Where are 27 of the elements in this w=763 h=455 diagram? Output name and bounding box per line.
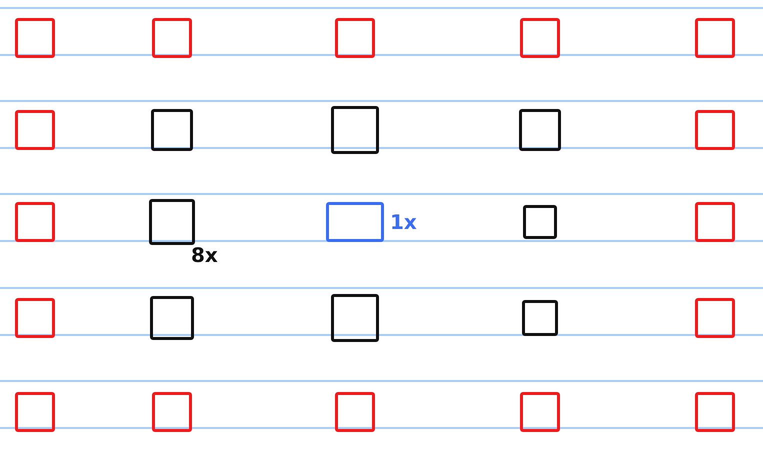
- count-label: 8x: [191, 243, 218, 267]
- square-outline: [520, 392, 560, 432]
- square-outline: [149, 199, 195, 245]
- square-outline: [695, 298, 735, 338]
- square-outline: [523, 205, 557, 239]
- square-outline: [522, 300, 558, 336]
- count-label: 1x: [390, 210, 417, 234]
- square-outline: [15, 202, 55, 242]
- square-outline: [695, 392, 735, 432]
- square-outline: [15, 298, 55, 338]
- square-outline: [152, 392, 192, 432]
- square-outline: [695, 18, 735, 58]
- square-outline: [15, 18, 55, 58]
- square-outline: [520, 18, 560, 58]
- square-outline: [152, 18, 192, 58]
- square-outline: [15, 110, 55, 150]
- square-outline: [151, 109, 193, 151]
- square-outline: [335, 392, 375, 432]
- square-outline: [150, 296, 194, 340]
- square-outline: [519, 109, 561, 151]
- square-outline: [695, 202, 735, 242]
- square-outline: [15, 392, 55, 432]
- square-outline: [335, 18, 375, 58]
- square-outline: [695, 110, 735, 150]
- square-outline: [326, 202, 384, 242]
- square-outline: [331, 106, 379, 154]
- square-outline: [331, 294, 379, 342]
